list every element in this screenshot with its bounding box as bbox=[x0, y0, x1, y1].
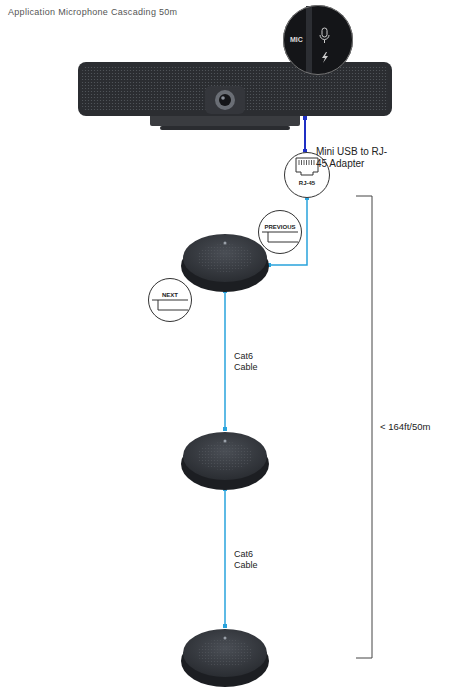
diagram-title: Application Microphone Cascading 50m bbox=[8, 7, 177, 18]
cable-label: Cat6 Cable bbox=[234, 351, 278, 373]
adapter-label: Mini USB to RJ-45 Adapter bbox=[316, 146, 398, 170]
callout-text: NEXT bbox=[162, 292, 178, 299]
microphone bbox=[181, 432, 269, 490]
port-callout bbox=[148, 278, 192, 322]
callout-text: RJ-45 bbox=[299, 180, 315, 187]
distance-label: < 164ft/50m bbox=[380, 421, 470, 432]
port-callout bbox=[258, 210, 302, 254]
microphone bbox=[181, 629, 269, 687]
callout-text: MIC bbox=[290, 36, 303, 44]
port-callout: PREVIOUS bbox=[258, 210, 302, 254]
video-bar bbox=[78, 62, 392, 130]
port-label-zoom: MIC bbox=[283, 5, 353, 75]
cable-label: Cat6 Cable bbox=[234, 549, 278, 571]
distance-bracket bbox=[356, 196, 372, 658]
microphone bbox=[181, 234, 269, 292]
callout-text: PREVIOUS bbox=[264, 224, 295, 231]
port-callout: NEXT bbox=[148, 278, 192, 322]
adapter-wire bbox=[303, 116, 307, 153]
port-zoom bbox=[283, 5, 353, 75]
